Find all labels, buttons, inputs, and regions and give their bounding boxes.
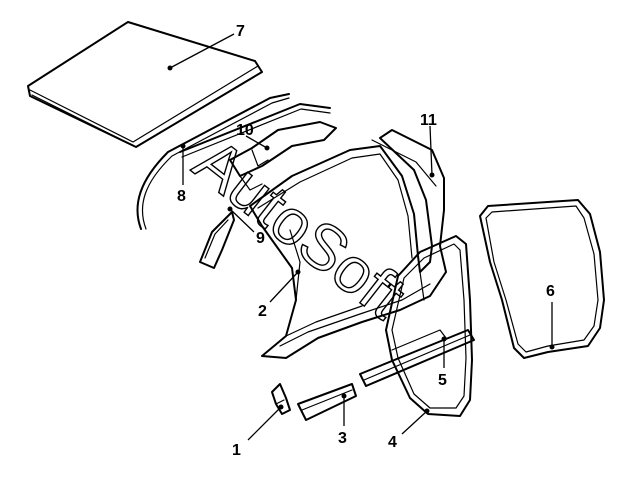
callout-6: 6 [546,283,555,300]
rocker-molding-front [297,383,357,421]
callout-leaders [167,33,555,441]
quarter-window-seal [199,211,235,269]
door-opening-seal [385,235,473,417]
callout-2: 2 [258,303,267,320]
body-side-panel [249,129,447,359]
callout-labels: 1 2 3 4 5 6 7 8 9 10 11 [177,23,555,459]
callout-11: 11 [420,112,437,129]
roof-bracket [229,121,337,191]
roof-rail-molding [136,93,331,230]
callout-4: 4 [388,434,397,451]
callout-10: 10 [236,122,254,139]
rocker-molding-rear [359,329,475,387]
callout-7: 7 [236,23,245,40]
small-bracket [271,383,291,415]
callout-8: 8 [177,188,186,205]
callout-3: 3 [338,430,347,447]
callout-9: 9 [256,230,265,247]
door-seal [479,199,605,359]
roof-panel [27,21,263,148]
callout-5: 5 [438,372,447,389]
callout-1: 1 [232,442,241,459]
